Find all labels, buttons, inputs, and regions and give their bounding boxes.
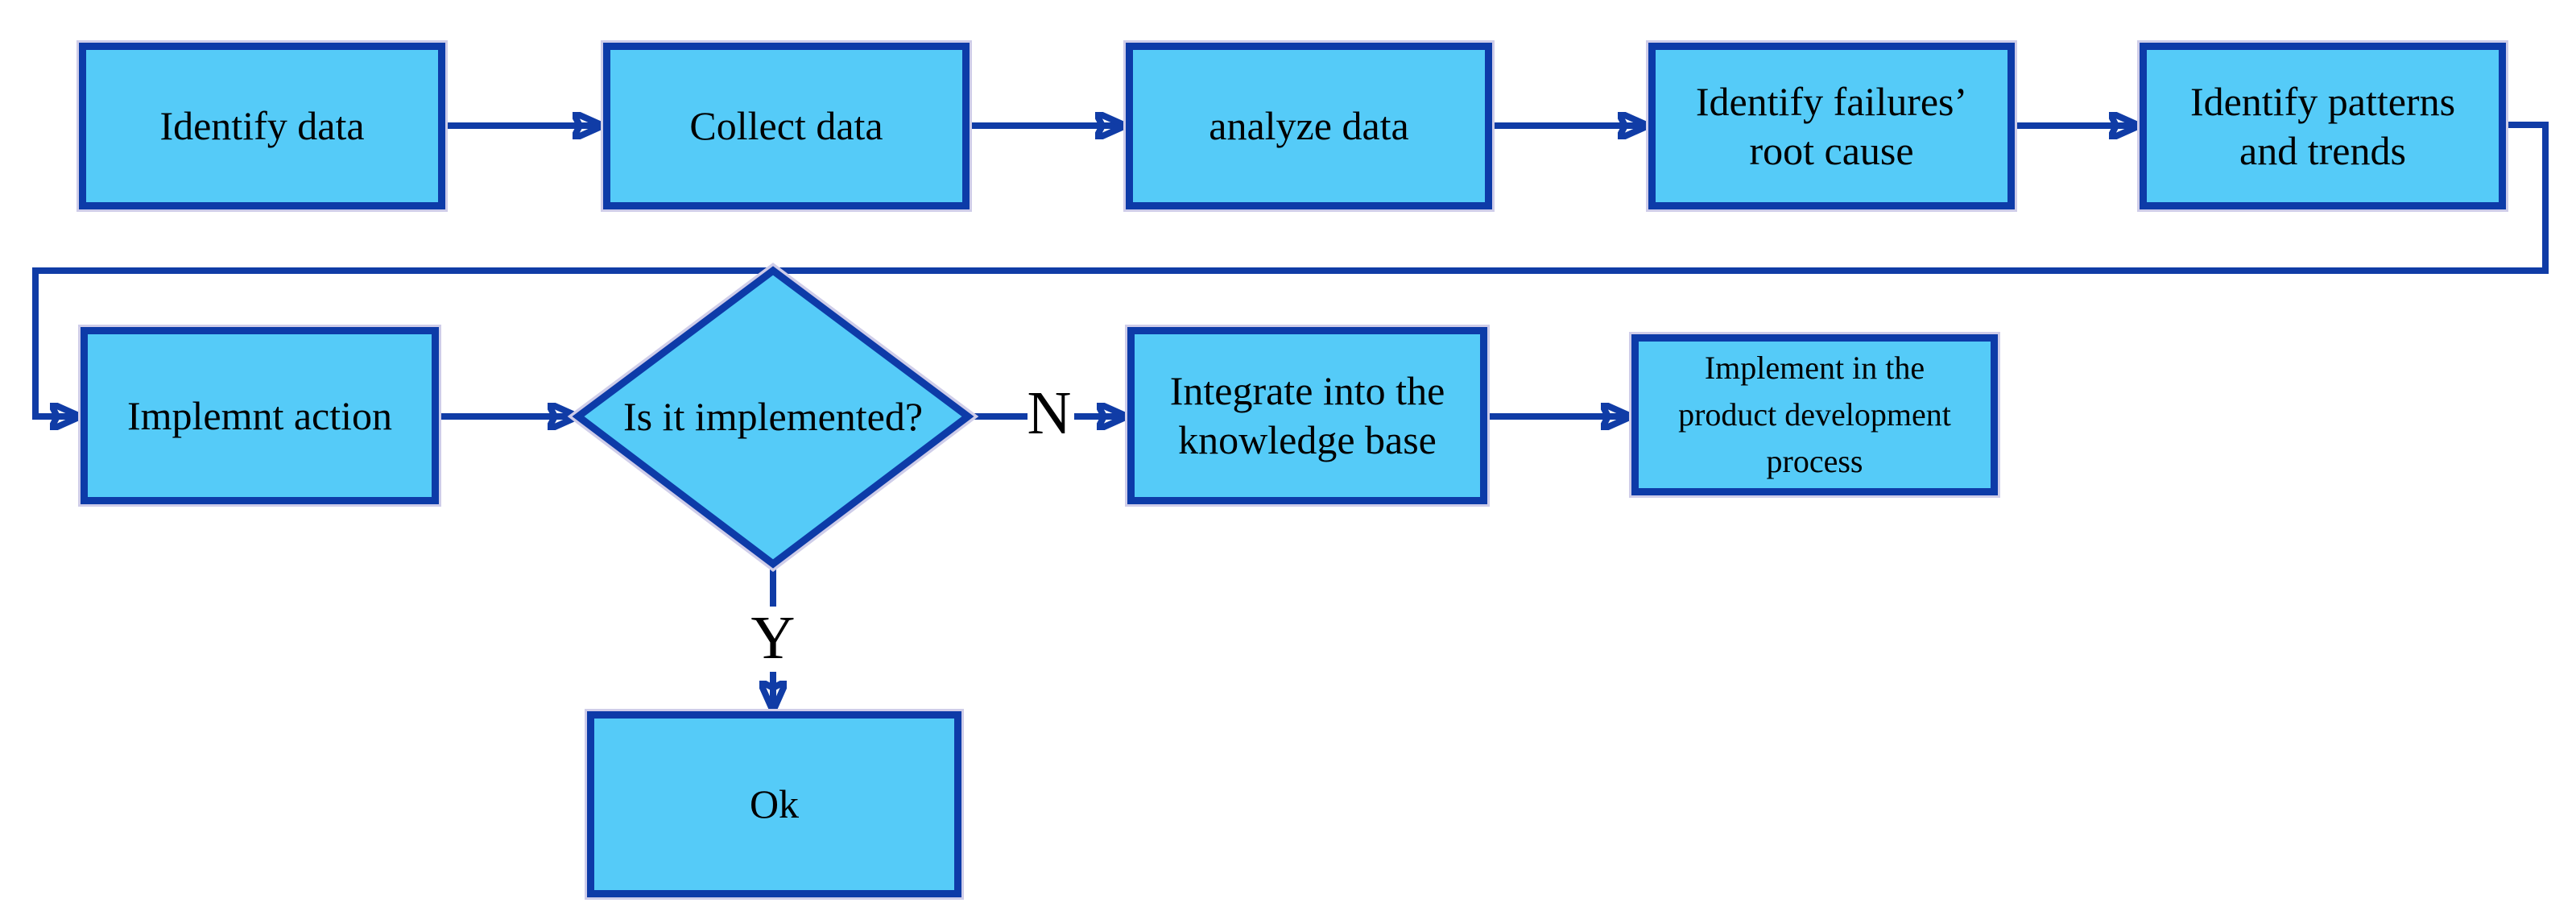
edge-label-no: N — [1027, 379, 1072, 447]
node-implement-product-development-process: Implement in the product development pro… — [1631, 334, 1998, 495]
node-implemnt-action: Implemnt action — [81, 327, 439, 504]
node-collect-data: Collect data — [603, 43, 970, 209]
node-identify-data: Identify data — [79, 43, 445, 209]
edge-label-yes: Y — [750, 603, 796, 672]
node-identify-patterns-and-trends: Identify patterns and trends — [2140, 43, 2506, 209]
decision-diamond-shape — [572, 266, 974, 569]
node-analyze-data: analyze data — [1126, 43, 1492, 209]
node-decision-label: Is it implemented? — [622, 394, 924, 439]
node-integrate-knowledge-base: Integrate into the knowledge base — [1127, 327, 1487, 504]
edge-patterns-to-implemnt-wraparound — [32, 122, 2549, 416]
node-identify-failures-root-cause: Identify failures’ root cause — [1648, 43, 2015, 209]
node-ok: Ok — [587, 711, 961, 897]
